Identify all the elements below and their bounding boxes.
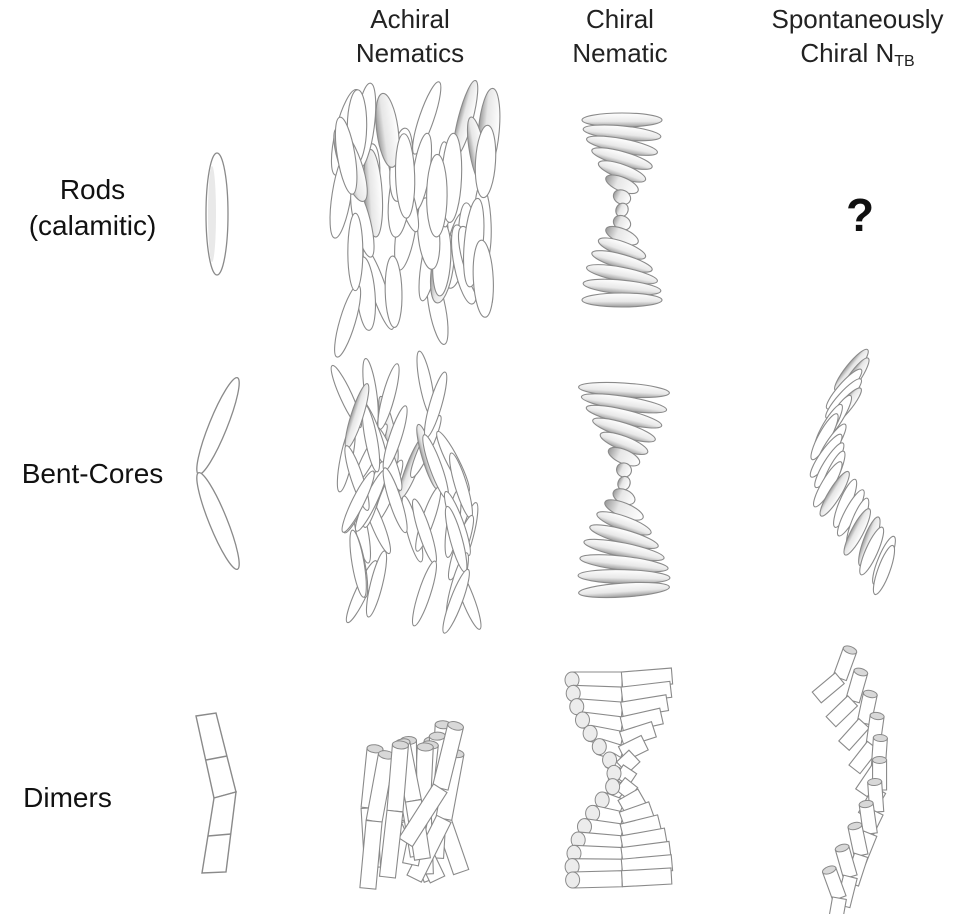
achiral-nematic-bent-cores	[330, 350, 482, 634]
ellipsoid-molecule	[472, 239, 494, 318]
ntb-dimers-twist-bend	[811, 645, 888, 914]
single-rod-molecule	[205, 152, 229, 276]
ellipsoid-molecule	[341, 470, 375, 533]
ellipsoid-molecule	[411, 560, 437, 627]
single-dimer-molecule	[195, 712, 237, 874]
row-label-rods: Rods (calamitic)	[28, 174, 157, 241]
dimer-end-cap	[853, 667, 869, 677]
header-chiral-nematic: Chiral Nematic	[545, 2, 695, 70]
chiral-nematic-bent-cores-helix	[577, 381, 671, 599]
dimer-end-cap	[842, 645, 858, 655]
dimer-segment	[618, 721, 657, 748]
dimer-segment	[359, 819, 383, 890]
header-achiral-nematics: Achiral Nematics	[330, 2, 490, 70]
dimer-end-cap	[847, 821, 863, 831]
ellipsoid-molecule	[819, 470, 850, 517]
header-achiral-line2: Nematics	[355, 38, 465, 68]
dimer-end-cap	[867, 777, 883, 787]
dimer-end-cap	[366, 744, 384, 754]
dimer-end-cap	[858, 799, 874, 809]
ellipsoid-molecule	[612, 189, 632, 206]
dimer-end-cap	[872, 733, 888, 743]
dimer-end-cap	[447, 721, 464, 731]
dimer-end-cap	[869, 711, 885, 721]
ntb-bent-cores-twist-bend	[809, 348, 896, 596]
ellipsoid-molecule	[412, 81, 442, 155]
dimer-segment	[398, 783, 448, 848]
ellipsoid-molecule	[334, 116, 358, 195]
header-chiral-line1: Chiral	[586, 4, 654, 34]
dimer-end-cap	[591, 738, 607, 756]
row-label-bent-cores: Bent-Cores	[21, 458, 164, 489]
ellipsoid-molecule	[578, 581, 670, 599]
header-ntb-subscript: TB	[894, 53, 915, 70]
chiral-nematic-dimers-helix	[564, 667, 674, 889]
unknown-cell-question-mark: ?	[846, 189, 875, 241]
dimer-segment	[378, 809, 404, 879]
dimer-segment	[811, 672, 846, 704]
ellipsoid-molecule	[474, 124, 497, 199]
achiral-nematic-dimers	[359, 720, 470, 890]
ellipsoid-molecule	[872, 544, 896, 596]
ellipsoid-molecule	[581, 292, 663, 308]
dimer-end-cap	[834, 843, 850, 853]
row-label-dimers: Dimers	[23, 782, 112, 813]
header-ntb-line2: Chiral NTB	[800, 38, 915, 70]
dimer-end-cap	[582, 724, 598, 742]
header-chiral-line2: Nematic	[572, 38, 668, 68]
ellipsoid-molecule	[334, 284, 362, 358]
ellipsoid-molecule	[384, 255, 403, 328]
chiral-nematic-rods-helix	[581, 112, 663, 308]
ellipsoid-molecule	[616, 462, 632, 478]
dimer-end-cap	[565, 871, 581, 889]
ellipsoid-molecule	[347, 212, 364, 292]
ellipsoid-molecule	[365, 550, 388, 618]
single-bent-core-molecule	[196, 377, 240, 570]
dimer-segment	[828, 896, 847, 914]
dimer-segment	[838, 717, 871, 752]
ellipsoid-molecule	[859, 526, 885, 576]
dimer-end-cap	[428, 731, 446, 741]
header-ntb-line1: Spontaneously	[771, 4, 944, 34]
dimer-end-cap	[821, 865, 837, 875]
dimer-end-cap	[872, 756, 888, 764]
dimer-end-cap	[862, 689, 878, 699]
ellipsoid-molecule	[394, 133, 416, 219]
dimer-end-cap	[605, 778, 621, 796]
ellipsoid-molecule	[349, 529, 367, 598]
header-achiral-line1: Achiral	[370, 4, 450, 34]
dimer-segment	[825, 695, 859, 728]
dimer-end-cap	[416, 742, 434, 752]
ellipsoid-molecule	[426, 153, 448, 238]
ellipsoid-molecule	[442, 568, 470, 634]
ellipsoid-molecule	[843, 508, 871, 556]
achiral-nematic-rods	[329, 79, 501, 358]
dimer-end-cap	[391, 740, 409, 750]
ellipsoid-molecule	[382, 467, 408, 534]
header-spontaneously-chiral-ntb: Spontaneously Chiral NTB	[745, 2, 970, 79]
dimer-end-cap	[574, 711, 590, 729]
ellipsoid-molecule	[375, 92, 400, 168]
dimer-segment	[620, 867, 673, 888]
